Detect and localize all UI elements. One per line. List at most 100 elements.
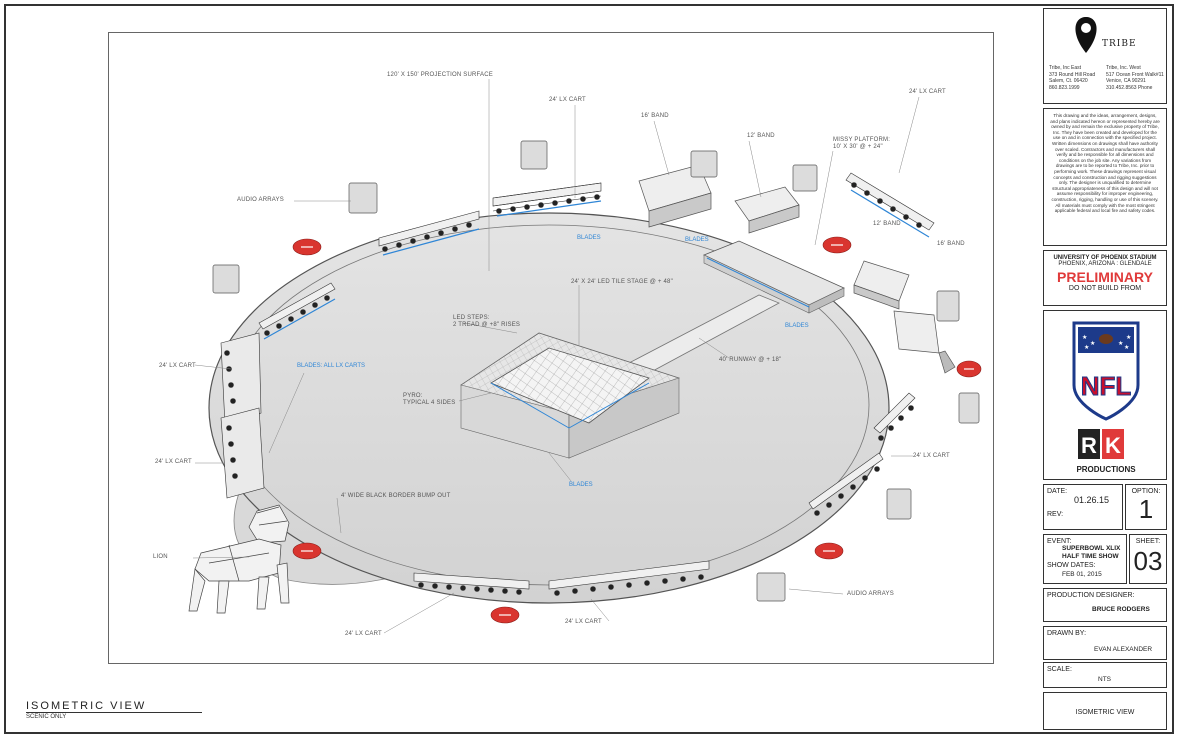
label-blades-top-2: BLADES (685, 237, 709, 243)
date-value: 01.26.15 (1074, 495, 1110, 505)
productions-text: PRODUCTIONS (1076, 465, 1136, 474)
tribe-logo-text: TRIBE (1102, 39, 1137, 49)
label-pyro-1: PYRO: (403, 393, 423, 399)
drawn-label: DRAWN BY: (1047, 630, 1087, 637)
svg-text:★: ★ (1090, 340, 1095, 347)
sheet-value: 03 (1133, 546, 1163, 576)
west-office: Tribe, Inc. West 517 Ocean Front Walk#11… (1106, 65, 1164, 91)
company-logo-block: TRIBE Tribe, Inc East 373 Round Hill Roa… (1043, 8, 1167, 104)
date-label: DATE: (1047, 488, 1068, 495)
sheet-block: SHEET: 03 (1129, 534, 1167, 584)
svg-text:R: R (1081, 433, 1097, 458)
label-lx-cart-bottom-center: 24' LX CART (565, 619, 602, 625)
isometric-stage-drawing (188, 79, 982, 634)
label-blades-left: BLADES: ALL LX CARTS (297, 363, 366, 369)
label-pyro-2: TYPICAL 4 SIDES (403, 400, 456, 406)
label-blades-top-1: BLADES (577, 235, 601, 241)
led-tile-stage (490, 347, 650, 424)
drawing-frame: 120' X 150' PROJECTION SURFACE 24' LX CA… (108, 32, 994, 664)
designer-block: PRODUCTION DESIGNER: BRUCE RODGERS (1043, 588, 1167, 622)
label-band-16-top: 16' BAND (641, 113, 669, 119)
option-label: OPTION: (1131, 488, 1161, 495)
scale-value: NTS (1098, 676, 1111, 683)
venue-line1: UNIVERSITY OF PHOENIX STADIUM (1053, 255, 1157, 261)
label-missy-platform-1: MISSY PLATFORM: (833, 137, 891, 143)
designer-value: BRUCE RODGERS (1092, 606, 1150, 613)
client-logos-block: ★★★★ ★★ NFL R K PRODUCTIONS (1043, 310, 1167, 480)
east-office: Tribe, Inc East 373 Round Hill Road Sale… (1049, 65, 1095, 91)
designer-label: PRODUCTION DESIGNER: (1047, 592, 1135, 599)
option-block: OPTION: 1 (1125, 484, 1167, 530)
label-lx-cart-top-right: 24' LX CART (909, 89, 946, 95)
date-block: DATE: 01.26.15 REV: (1043, 484, 1123, 530)
lx-carts (220, 172, 935, 596)
label-audio-arrays-bottom: AUDIO ARRAYS (847, 591, 894, 597)
west-name: Tribe, Inc. West (1106, 65, 1141, 71)
event-line2: HALF TIME SHOW (1062, 553, 1119, 560)
event-block: EVENT: SUPERBOWL XLIX HALF TIME SHOW SHO… (1043, 534, 1127, 584)
label-lx-cart-bottom-left: 24' LX CART (345, 631, 382, 637)
drawn-value: EVAN ALEXANDER (1094, 646, 1153, 653)
label-blades-right: BLADES (785, 323, 809, 329)
view-title: ISOMETRIC VIEW (26, 700, 147, 712)
label-missy-platform-2: 10' X 30' @ + 24" (833, 144, 883, 150)
label-led-steps-2: 2 TREAD @ +8" RISES (453, 322, 521, 328)
label-lion: LION (153, 554, 168, 560)
venue-line2: PHOENIX, ARIZONA : GLENDALE (1058, 261, 1152, 267)
scale-label: SCALE: (1047, 666, 1072, 673)
show-dates-label: SHOW DATES: (1047, 562, 1096, 569)
label-lx-cart-left-upper: 24' LX CART (159, 363, 196, 369)
rk-productions-logo: R K (1078, 429, 1124, 459)
east-name: Tribe, Inc East (1049, 65, 1082, 71)
east-phone: 860.823.1999 (1049, 84, 1080, 91)
option-value: 1 (1138, 494, 1154, 524)
svg-text:K: K (1105, 433, 1121, 458)
label-audio-arrays-left: AUDIO ARRAYS (237, 197, 284, 203)
west-addr2: Venice, CA 90291 (1106, 78, 1146, 84)
event-label: EVENT: (1047, 538, 1072, 545)
do-not-build: DO NOT BUILD FROM (1068, 285, 1142, 292)
label-blades-center: BLADES (569, 482, 593, 488)
svg-text:★: ★ (1118, 340, 1123, 347)
band-risers (638, 164, 956, 374)
drawn-by-block: DRAWN BY: EVAN ALEXANDER (1043, 626, 1167, 660)
svg-text:★: ★ (1082, 334, 1087, 341)
view-subtitle: SCENIC ONLY (26, 714, 67, 720)
sheet-label: SHEET: (1135, 538, 1161, 545)
leader-lines (192, 79, 920, 634)
label-led-steps-1: LED STEPS: (453, 315, 490, 321)
svg-text:★: ★ (1126, 334, 1131, 341)
show-dates-value: FEB 01, 2015 (1062, 571, 1102, 578)
label-runway: 40' RUNWAY @ + 18" (719, 357, 782, 363)
view-title-underline (26, 712, 202, 713)
label-projection-surface: 120' X 150' PROJECTION SURFACE (387, 72, 493, 78)
label-band-12-right: 12' BAND (873, 221, 901, 227)
west-addr1: 517 Ocean Front Walk#11 (1106, 71, 1164, 78)
label-border-bump: 4' WIDE BLACK BORDER BUMP OUT (341, 493, 451, 499)
label-lx-cart-top-center: 24' LX CART (549, 97, 586, 103)
label-lx-cart-left-lower: 24' LX CART (155, 459, 192, 465)
east-addr2: Salem, Ct. 06420 (1049, 78, 1088, 84)
label-led-tile-stage: 24' X 24' LED TILE STAGE @ + 48" (571, 279, 673, 285)
preliminary-status: PRELIMINARY (1057, 269, 1153, 285)
audio-arrays (212, 140, 980, 602)
drawing-sheet (4, 4, 1174, 734)
scale-block: SCALE: NTS (1043, 662, 1167, 688)
east-addr1: 373 Round Hill Road (1049, 71, 1096, 78)
nfl-shield-logo: ★★★★ ★★ NFL (1072, 321, 1140, 421)
nfl-logo-text: NFL (1081, 371, 1132, 401)
label-band-16-right: 16' BAND (937, 241, 965, 247)
lion-sculpture (188, 504, 290, 614)
tribe-logo (1075, 17, 1097, 53)
view-name-block: ISOMETRIC VIEW (1043, 692, 1167, 730)
event-line1: SUPERBOWL XLIX (1062, 545, 1121, 552)
west-phone: 310.452.8563 Phone (1106, 84, 1153, 91)
svg-text:★: ★ (1124, 344, 1129, 351)
legal-notes: This drawing and the ideas, arrangement,… (1043, 108, 1167, 246)
label-lx-cart-right: 24' LX CART (913, 453, 950, 459)
rev-label: REV: (1047, 511, 1064, 518)
view-name: ISOMETRIC VIEW (1075, 709, 1135, 716)
venue-block: UNIVERSITY OF PHOENIX STADIUM PHOENIX, A… (1043, 250, 1167, 306)
svg-text:★: ★ (1084, 344, 1089, 351)
label-band-12-top: 12' BAND (747, 133, 775, 139)
